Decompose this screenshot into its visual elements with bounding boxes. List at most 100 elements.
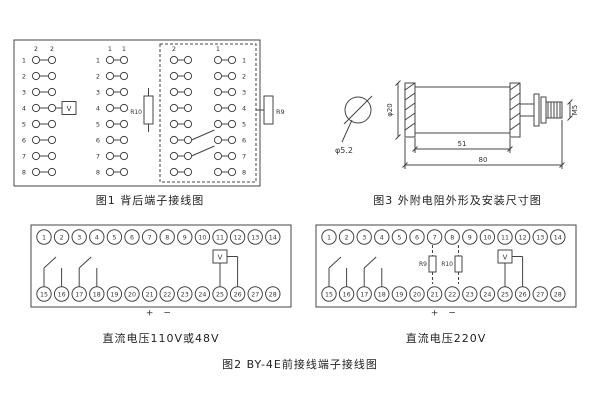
resistor-label: R10 (130, 109, 142, 116)
terminal-circle (169, 87, 179, 97)
overall-len-label: 80 (479, 156, 488, 164)
terminal (247, 286, 263, 302)
contact-blade (43, 256, 57, 269)
contact-blade (191, 129, 215, 141)
minus-sign: − (163, 309, 171, 319)
terminal-number: 22 (163, 291, 171, 298)
row-label: 3 (242, 88, 246, 96)
resistor-box (263, 95, 274, 125)
nut (540, 96, 547, 124)
terminal-number: 23 (466, 291, 474, 298)
row-label: 3 (96, 88, 100, 96)
washer (533, 93, 540, 127)
terminal-circle (47, 55, 57, 65)
terminal-circle (119, 167, 129, 177)
terminal-circle (183, 103, 193, 113)
hatch-line (509, 92, 521, 101)
meter-label: V (218, 254, 223, 262)
hatch-line (404, 112, 416, 121)
terminal-circle (183, 55, 193, 65)
resistor-box (454, 255, 463, 273)
terminal (426, 286, 443, 302)
terminal-number: 8 (165, 234, 169, 241)
terminal-circle (227, 71, 237, 81)
terminal-number: 3 (77, 234, 81, 241)
terminal-circle (227, 119, 237, 129)
terminal-number: 6 (415, 234, 419, 241)
row-label: 1 (242, 56, 246, 64)
hatch-line (509, 102, 521, 111)
resistor-label: R9 (419, 261, 427, 268)
terminal-circle (105, 55, 115, 65)
terminal (532, 229, 548, 245)
col-header: 2 (34, 45, 38, 53)
terminal-circle (31, 135, 41, 145)
dim-tick (395, 80, 401, 86)
terminal (177, 286, 193, 302)
hole-dia-label: φ5.2 (335, 146, 353, 155)
figure2-caption: 图2 BY-4E前接线端子接线图 (222, 358, 378, 371)
figure1-dashed-border (159, 43, 257, 183)
terminal (462, 286, 478, 302)
body-dia-label: φ20 (386, 103, 394, 117)
row-label: 1 (22, 56, 26, 64)
terminal-number: 15 (40, 291, 48, 298)
dim-tick (567, 115, 573, 121)
hatch-line (404, 92, 416, 101)
row-label: 5 (242, 120, 246, 128)
terminal (159, 286, 175, 302)
terminal (426, 229, 443, 245)
terminal (514, 229, 531, 245)
terminal-number: 14 (554, 234, 562, 241)
terminal-circle (105, 151, 115, 161)
row-label: 4 (22, 104, 26, 112)
terminal-number: 25 (216, 291, 224, 298)
row-label: 7 (96, 152, 100, 160)
terminal-circle (213, 135, 223, 145)
terminal-circle (119, 151, 129, 161)
terminal-number: 20 (128, 291, 136, 298)
contact-blade (78, 256, 92, 269)
terminal (159, 229, 175, 245)
terminal (247, 229, 263, 245)
terminal (212, 229, 228, 245)
terminal-circle (169, 119, 179, 129)
terminal-circle (213, 119, 223, 129)
terminal-number: 25 (501, 291, 509, 298)
terminal (444, 229, 460, 245)
terminal-number: 20 (413, 291, 421, 298)
terminal-number: 10 (198, 234, 206, 241)
dim-tick (412, 146, 418, 152)
terminal (497, 229, 513, 245)
terminal-circle (169, 55, 179, 65)
row-label: 5 (96, 120, 100, 128)
terminal-circle (47, 103, 57, 113)
terminal-number: 4 (95, 234, 99, 241)
row-label: 2 (242, 72, 246, 80)
strip-border (315, 224, 577, 308)
row-label: 2 (22, 72, 26, 80)
terminal-circle (169, 151, 179, 161)
terminal (479, 286, 496, 302)
terminal-circle (213, 151, 223, 161)
terminal (391, 286, 408, 302)
strip-110v-schematic: 1152163174185196207218229231024112512261… (30, 224, 292, 319)
terminal-circle (47, 167, 57, 177)
terminal (356, 229, 372, 245)
terminal (462, 229, 478, 245)
terminal-number: 27 (251, 291, 259, 298)
terminal-circle (213, 103, 223, 113)
hatch-line (404, 102, 416, 111)
terminal-number: 26 (519, 291, 527, 298)
figure3-caption: 图3 外附电阻外形及安装尺寸图 (373, 194, 542, 207)
terminal-circle (105, 103, 115, 113)
terminal-circle (169, 167, 179, 177)
terminal-number: 17 (75, 291, 83, 298)
terminal-circle (169, 103, 179, 113)
terminal-circle (119, 119, 129, 129)
terminal (229, 229, 246, 245)
row-label: 7 (242, 152, 246, 160)
